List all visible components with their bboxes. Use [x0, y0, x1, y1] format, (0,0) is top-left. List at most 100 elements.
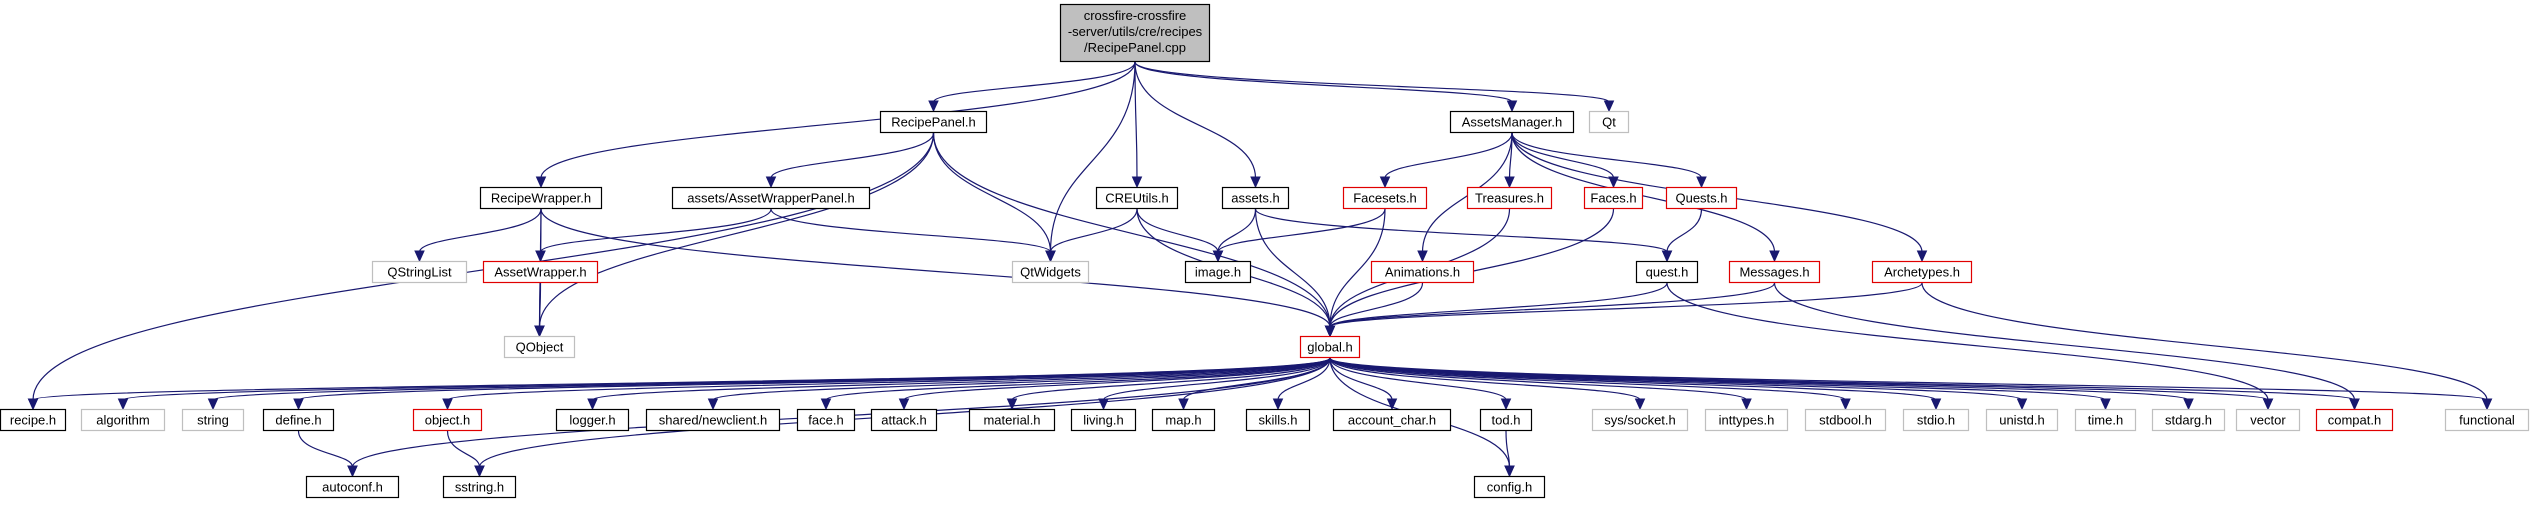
node-recipeh[interactable]: recipe.h — [0, 408, 67, 432]
node-inttypes: inttypes.h — [1704, 408, 1789, 432]
node-compat[interactable]: compat.h — [2315, 408, 2394, 432]
node-config[interactable]: config.h — [1473, 475, 1546, 499]
node-root[interactable]: crossfire-crossfire-server/utils/cre/rec… — [1059, 3, 1211, 63]
edge-global-to-objecth — [446, 357, 1331, 401]
node-recipewrap[interactable]: RecipeWrapper.h — [479, 186, 603, 210]
arrowhead-root-to-recipewrap — [535, 176, 547, 189]
arrowhead-global-to-stdbool — [1840, 398, 1851, 411]
node-compat-box — [2315, 408, 2394, 432]
node-maph[interactable]: map.h — [1151, 408, 1216, 432]
node-recipeh-box — [0, 408, 67, 432]
node-archetypes[interactable]: Archetypes.h — [1871, 260, 1973, 284]
arrowhead-global-to-timeh — [2100, 398, 2111, 411]
arrowhead-global-to-skills — [1272, 398, 1284, 411]
arrowhead-root-to-assetsh — [1250, 176, 1261, 189]
node-qt: Qt — [1588, 110, 1630, 134]
node-attack[interactable]: attack.h — [870, 408, 938, 432]
node-creutils[interactable]: CREUtils.h — [1095, 186, 1179, 210]
arrowhead-recipepanelh-to-awpanel — [765, 176, 777, 189]
node-messages[interactable]: Messages.h — [1728, 260, 1821, 284]
node-define[interactable]: define.h — [262, 408, 335, 432]
node-timeh-box — [2074, 408, 2137, 432]
arrowhead-global-to-objecth — [442, 398, 453, 411]
edge-awpanel-to-assetwrap — [539, 208, 772, 253]
node-treasures-label: Treasures.h — [1475, 191, 1544, 206]
node-inttypes-box — [1704, 408, 1789, 432]
edge-recipewrap-to-qstringlist — [418, 208, 542, 253]
node-global[interactable]: global.h — [1299, 335, 1361, 359]
node-assetsmgr[interactable]: AssetsManager.h — [1449, 110, 1575, 134]
node-stdio-label: stdio.h — [1917, 413, 1955, 428]
node-animations[interactable]: Animations.h — [1370, 260, 1475, 284]
edge-global-to-material — [1011, 357, 1331, 401]
node-syssocket-label: sys/socket.h — [1604, 413, 1676, 428]
edge-assetsmgr-to-faces — [1511, 132, 1615, 179]
node-material[interactable]: material.h — [968, 408, 1056, 432]
node-facesets[interactable]: Facesets.h — [1342, 186, 1428, 210]
node-qtwidgets-label: QtWidgets — [1020, 265, 1081, 280]
edge-archetypes-to-functional — [1921, 282, 2488, 401]
edge-assetsmgr-to-messages — [1511, 132, 1776, 253]
node-questh-label: quest.h — [1646, 265, 1689, 280]
node-define-box — [262, 408, 335, 432]
node-treasures-box — [1466, 186, 1553, 210]
edge-assetwrap-to-qobject — [538, 282, 542, 328]
arrowhead-archetypes-to-global — [1324, 325, 1336, 338]
edge-global-to-attack — [903, 357, 1331, 401]
edge-root-to-recipewrap — [540, 61, 1136, 179]
node-living[interactable]: living.h — [1070, 408, 1137, 432]
arrowhead-assetwrap-to-qobject — [534, 325, 545, 338]
edge-assetsh-to-global — [1254, 208, 1331, 328]
node-assetwrap[interactable]: AssetWrapper.h — [482, 260, 599, 284]
node-qstringlist-box — [371, 260, 468, 284]
arrowhead-define-to-autoconf — [347, 465, 358, 478]
node-qstringlist: QStringList — [371, 260, 468, 284]
node-functional-label: functional — [2459, 413, 2515, 428]
arrowhead-global-to-vector — [2262, 398, 2274, 411]
node-objecth[interactable]: object.h — [412, 408, 483, 432]
node-faces[interactable]: Faces.h — [1583, 186, 1644, 210]
node-newclient[interactable]: shared/newclient.h — [645, 408, 781, 432]
edge-global-to-define — [297, 357, 1331, 401]
node-logger[interactable]: logger.h — [555, 408, 630, 432]
edge-global-to-accountchar — [1329, 357, 1393, 401]
node-imageh[interactable]: image.h — [1184, 260, 1252, 284]
node-sstring-box — [442, 475, 517, 499]
node-treasures[interactable]: Treasures.h — [1466, 186, 1553, 210]
arrowhead-global-to-inttypes — [1741, 398, 1752, 411]
node-awpanel[interactable]: assets/AssetWrapperPanel.h — [671, 186, 871, 210]
node-animations-box — [1370, 260, 1475, 284]
node-material-box — [968, 408, 1056, 432]
node-skills[interactable]: skills.h — [1245, 408, 1311, 432]
node-face[interactable]: face.h — [796, 408, 856, 432]
node-recipeh-label: recipe.h — [10, 413, 56, 428]
arrowhead-global-to-unistd — [2016, 398, 2028, 411]
node-global-box — [1299, 335, 1361, 359]
node-assetsh[interactable]: assets.h — [1221, 186, 1290, 210]
node-questh[interactable]: quest.h — [1635, 260, 1699, 284]
node-vector-box — [2235, 408, 2301, 432]
node-sstring[interactable]: sstring.h — [442, 475, 517, 499]
arrowhead-creutils-to-qtwidgets — [1045, 250, 1056, 263]
edges-layer — [27, 61, 2493, 478]
node-messages-label: Messages.h — [1739, 265, 1809, 280]
node-recipepanelh[interactable]: RecipePanel.h — [879, 110, 988, 134]
node-inttypes-label: inttypes.h — [1719, 413, 1775, 428]
arrowhead-objecth-to-sstring — [474, 465, 485, 478]
edge-assetsh-to-questh — [1254, 208, 1668, 253]
edge-root-to-assetsh — [1134, 61, 1257, 179]
node-quests[interactable]: Quests.h — [1665, 186, 1738, 210]
node-qt-box — [1588, 110, 1630, 134]
edge-quests-to-questh — [1666, 208, 1703, 253]
node-qobject: QObject — [503, 335, 576, 359]
node-accountchar[interactable]: account_char.h — [1332, 408, 1452, 432]
node-unistd-box — [1985, 408, 2059, 432]
node-autoconf[interactable]: autoconf.h — [305, 475, 400, 499]
arrowhead-global-to-material — [1006, 398, 1018, 411]
node-accountchar-box — [1332, 408, 1452, 432]
arrowhead-global-to-stdio — [1930, 398, 1942, 411]
arrowhead-global-to-accountchar — [1386, 398, 1398, 411]
node-quests-box — [1665, 186, 1738, 210]
node-tod[interactable]: tod.h — [1479, 408, 1533, 432]
